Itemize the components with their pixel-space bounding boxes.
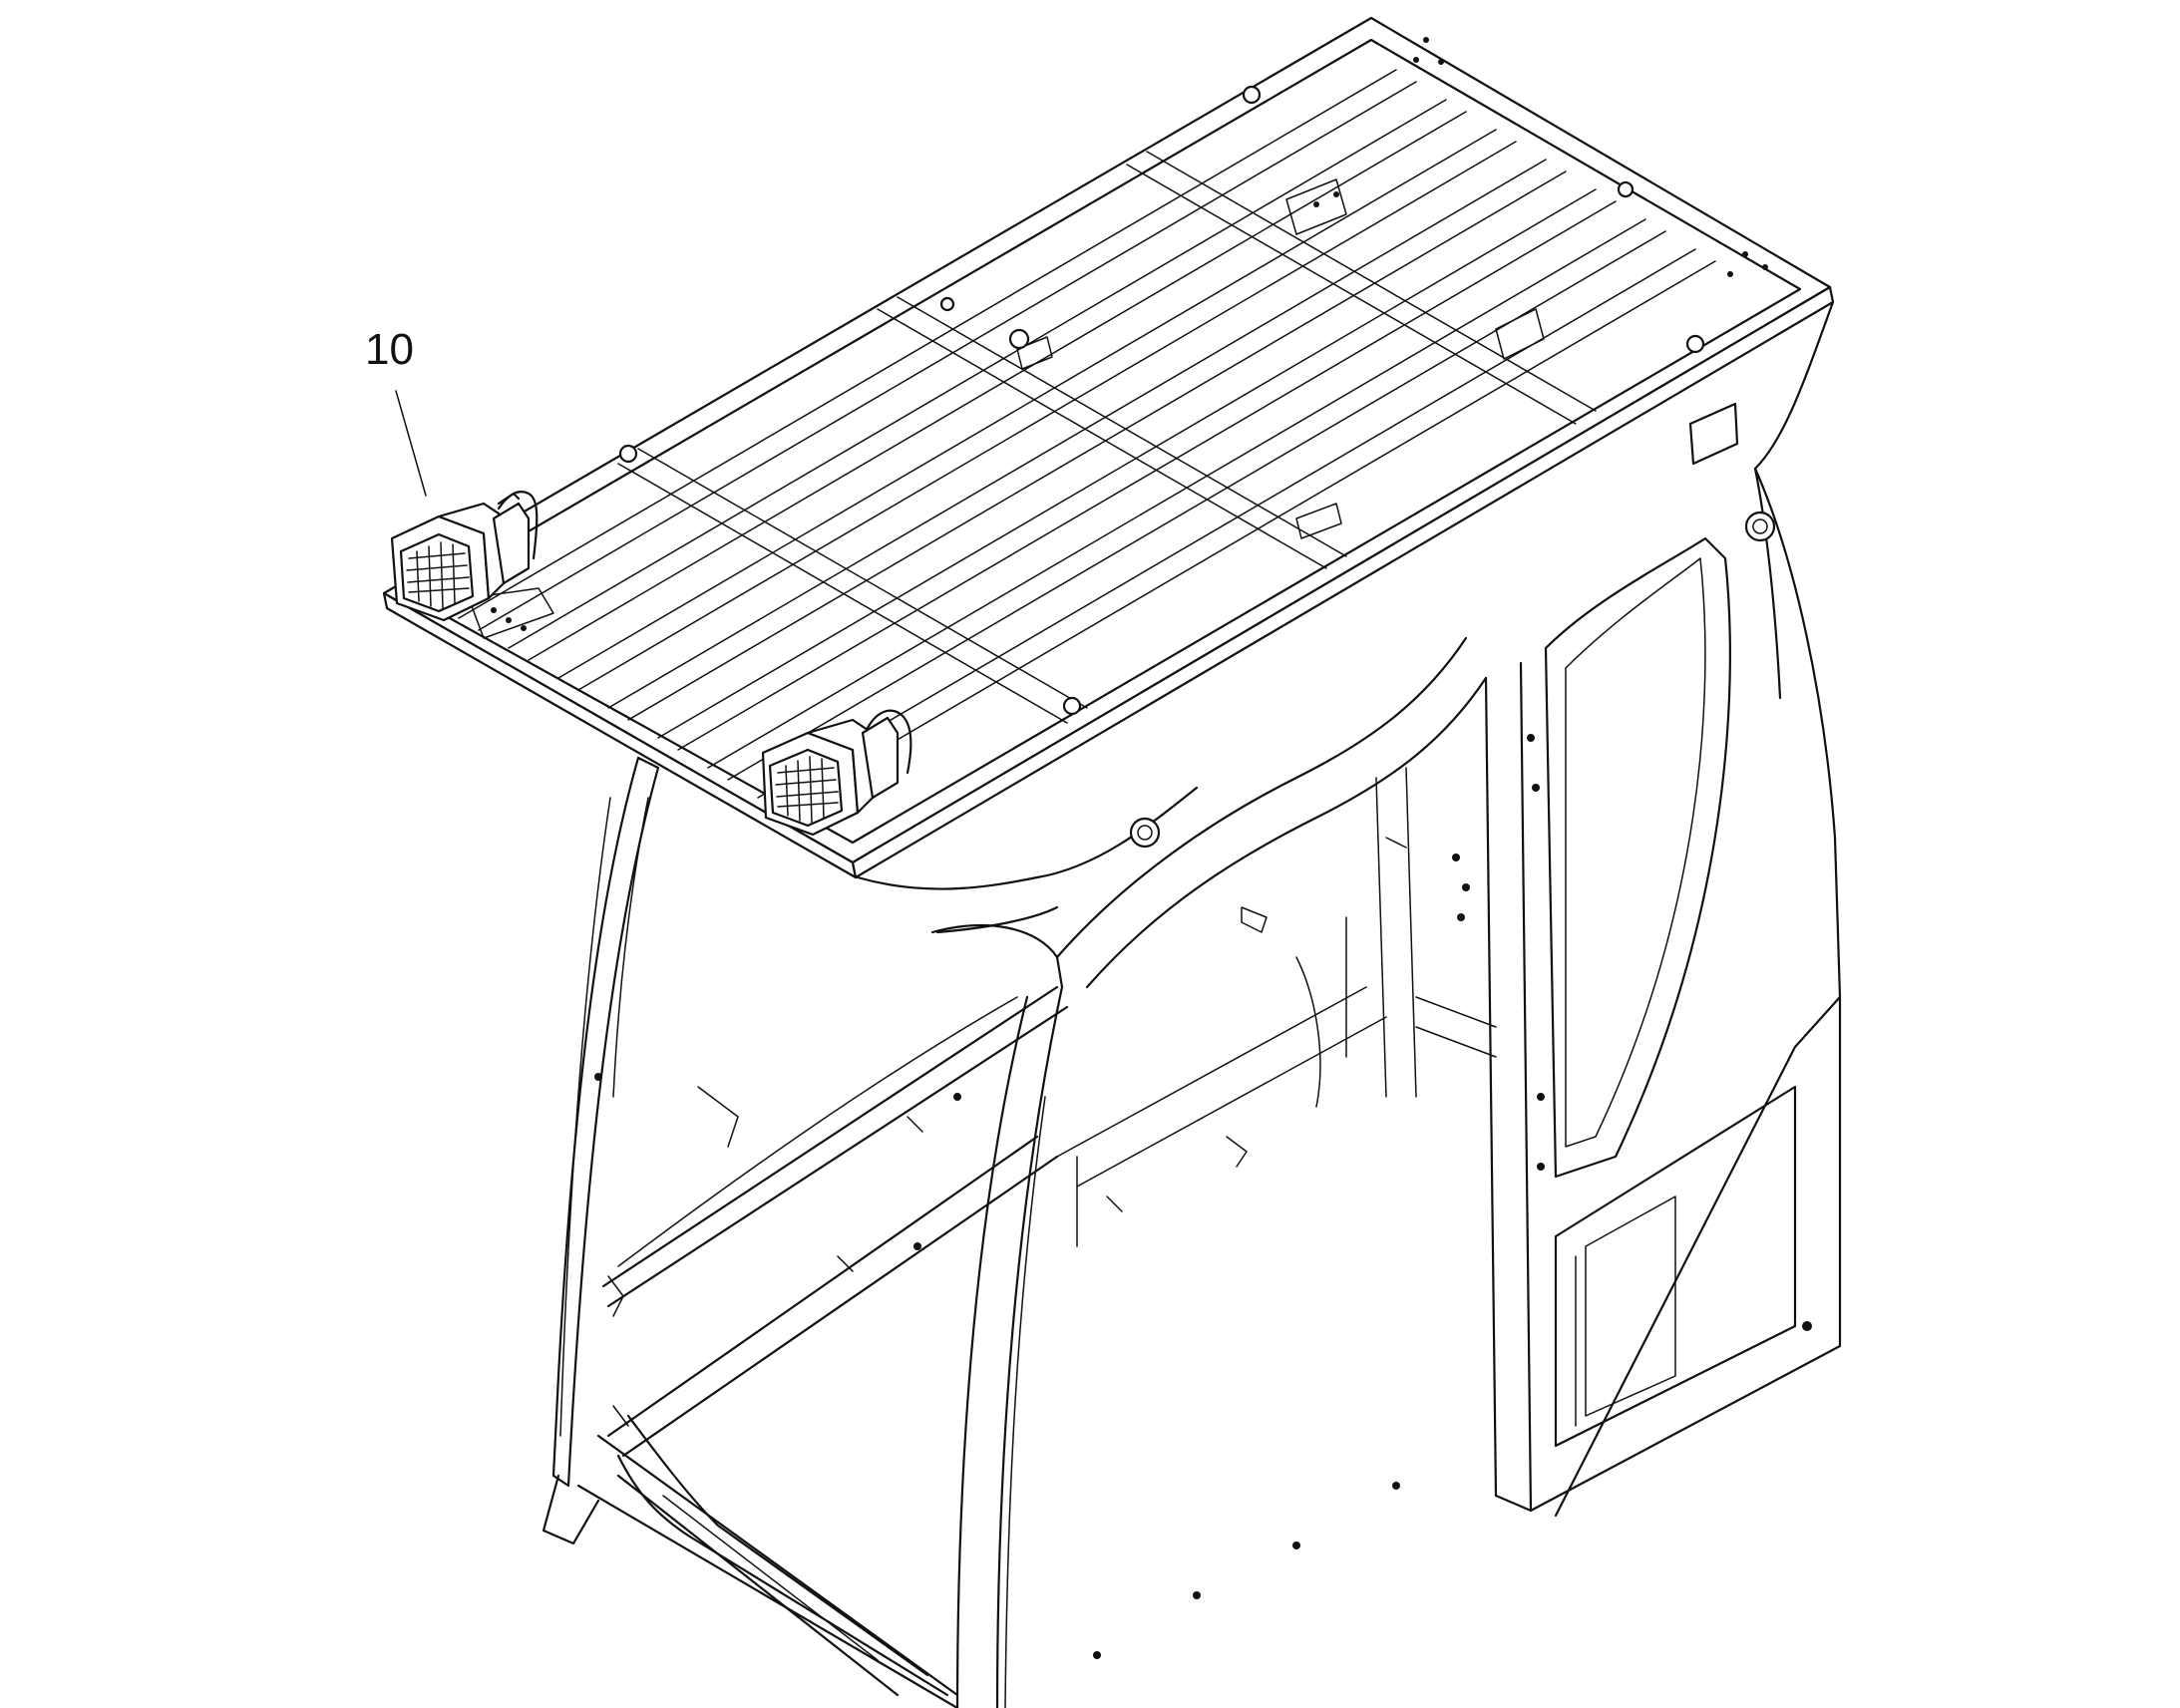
cab-frame	[542, 467, 1842, 1708]
roof-canopy	[382, 16, 1835, 879]
callout-10: 10	[365, 325, 427, 497]
work-lamp-left	[390, 491, 539, 622]
callout-label: 10	[365, 325, 414, 374]
roof-fairing	[856, 300, 1835, 934]
cab-rivets	[594, 734, 1812, 1659]
work-lamp-right	[761, 709, 912, 837]
callout-leader-line	[395, 390, 427, 497]
